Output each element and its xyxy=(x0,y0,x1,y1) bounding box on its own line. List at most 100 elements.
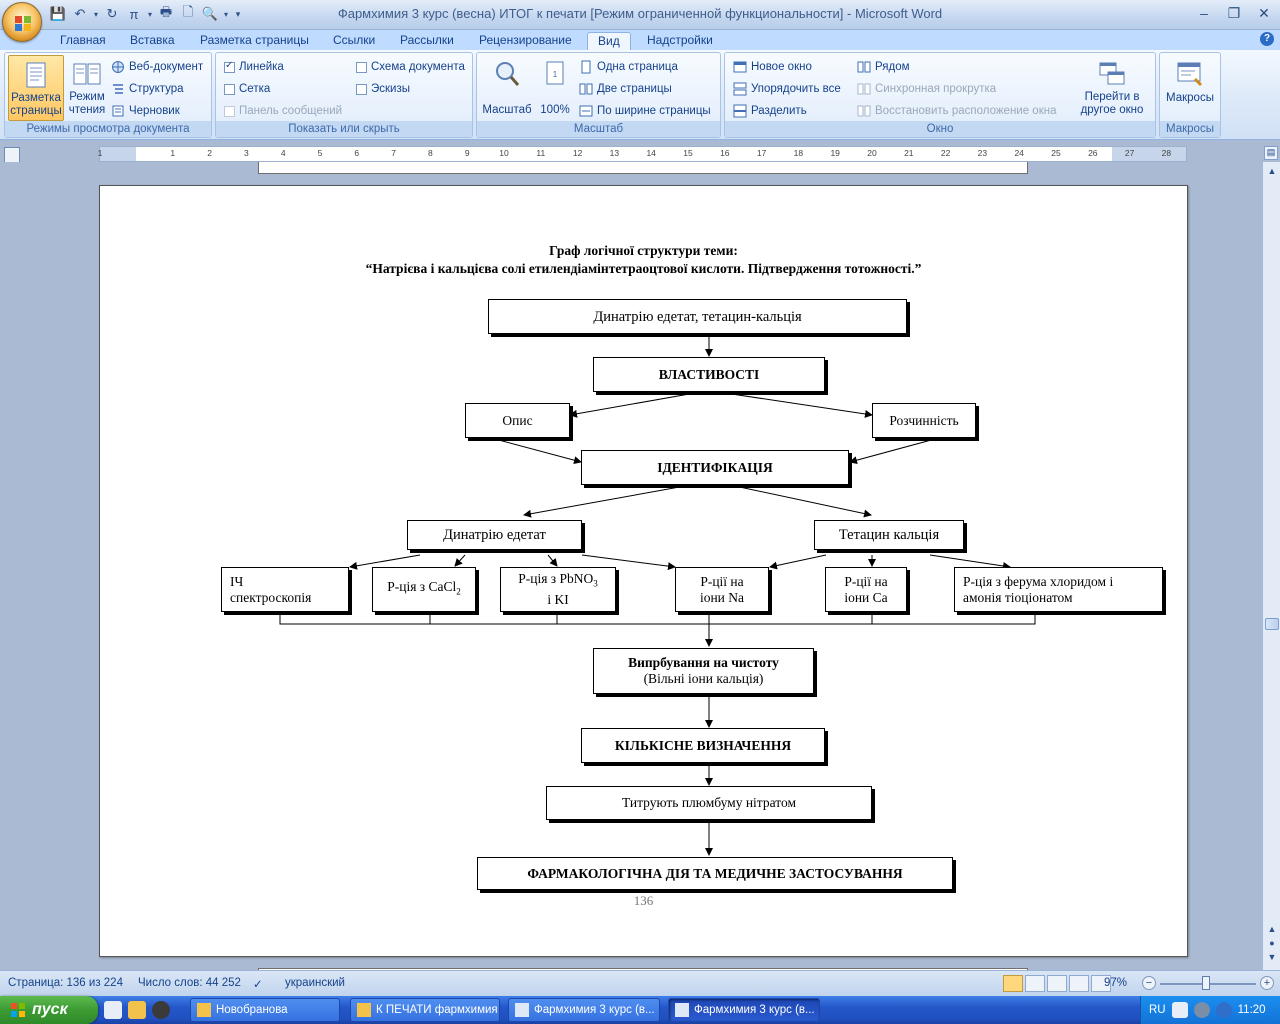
zoom-slider-knob[interactable] xyxy=(1202,976,1210,990)
new-window-button[interactable]: Новое окно xyxy=(733,57,812,77)
web-layout-button[interactable]: Веб-документ xyxy=(111,57,203,77)
start-button[interactable]: пуск xyxy=(0,996,98,1024)
zoom-100-button[interactable]: 1 100% xyxy=(537,55,573,121)
reading-mode-icon xyxy=(73,63,101,85)
language-tray[interactable]: RU xyxy=(1149,1004,1166,1016)
tab-view[interactable]: Вид xyxy=(587,32,631,50)
task-k-pechati[interactable]: К ПЕЧАТИ фармхимия xyxy=(350,998,500,1022)
one-page-button[interactable]: Одна страница xyxy=(579,57,678,77)
tab-insert[interactable]: Вставка xyxy=(130,33,175,47)
scroll-up-icon-2[interactable]: ▲ xyxy=(1267,924,1277,934)
help-icon[interactable]: ? xyxy=(1260,32,1274,46)
doc-map-check-icon[interactable] xyxy=(356,61,367,73)
tab-page-layout[interactable]: Разметка страницы xyxy=(200,33,309,47)
vertical-scrollbar[interactable]: ▲ ▲ ● ▼ xyxy=(1262,162,1280,970)
browse-object-icon[interactable]: ● xyxy=(1269,938,1275,948)
ruler-number: 28 xyxy=(1161,148,1172,158)
print-preview-dropdown-icon[interactable]: ▾ xyxy=(223,9,228,19)
tab-mailings[interactable]: Рассылки xyxy=(400,33,454,47)
view-reading-icon[interactable] xyxy=(1025,975,1045,992)
arrow-tetacin-ferric xyxy=(929,554,1011,570)
ruler-number: 22 xyxy=(940,148,951,158)
close-icon[interactable]: ✕ xyxy=(1258,4,1270,21)
task-novobranova[interactable]: Новобранова xyxy=(190,998,340,1022)
macros-button[interactable]: Макросы xyxy=(1162,55,1218,121)
draft-button[interactable]: Черновик xyxy=(111,101,180,121)
page-count[interactable]: Страница: 136 из 224 xyxy=(8,977,123,989)
media-player-quicklaunch-icon[interactable] xyxy=(152,1001,170,1019)
word-count[interactable]: Число слов: 44 252 xyxy=(138,977,241,989)
network-tray-icon[interactable] xyxy=(1193,1002,1210,1018)
windows-flag-icon xyxy=(11,1003,25,1017)
task-word-document-2[interactable]: Фармхимия 3 курс (в... xyxy=(668,998,820,1022)
page-width-button[interactable]: По ширине страницы xyxy=(579,101,711,121)
ruler-number: 9 xyxy=(464,148,470,158)
save-icon[interactable]: 💾 xyxy=(49,6,67,21)
side-by-side-button[interactable]: Рядом xyxy=(857,57,910,77)
arrange-all-button[interactable]: Упорядочить все xyxy=(733,79,841,99)
view-draft-icon[interactable] xyxy=(1091,975,1111,992)
thumbnails-check-icon[interactable] xyxy=(356,83,367,95)
split-button[interactable]: Разделить xyxy=(733,101,807,121)
ruler-number: 25 xyxy=(1051,148,1061,158)
ruler-number: 1 xyxy=(97,148,103,158)
doc-map-checkbox[interactable]: Схема документа xyxy=(356,57,465,77)
print-icon[interactable]: 🖶 xyxy=(159,4,173,19)
undo-dropdown-icon[interactable]: ▾ xyxy=(93,9,98,19)
restore-icon[interactable]: ❐ xyxy=(1227,4,1241,21)
grid-checkbox[interactable]: Сетка xyxy=(224,79,270,99)
ruler-check-icon[interactable] xyxy=(224,60,235,73)
pi-dropdown-icon[interactable]: ▾ xyxy=(147,9,152,19)
page-layout-button[interactable]: Разметка страницы xyxy=(8,55,64,121)
language-indicator[interactable]: украинский xyxy=(285,977,345,989)
arrow-disodium-pbno3 xyxy=(547,554,558,567)
arrow-properties-solubility xyxy=(724,392,873,418)
spelling-check-icon[interactable]: ✓ xyxy=(253,979,263,991)
ruler-checkbox[interactable]: Линейка xyxy=(224,57,284,77)
node-description: Опис xyxy=(465,403,570,438)
view-web-icon[interactable] xyxy=(1047,975,1067,992)
scroll-thumb[interactable] xyxy=(1265,618,1279,630)
zoom-out-icon[interactable]: − xyxy=(1142,976,1156,990)
view-page-layout-icon[interactable] xyxy=(1003,975,1023,992)
tab-review[interactable]: Рецензирование xyxy=(479,33,572,47)
zoom-level[interactable]: 97% xyxy=(1104,977,1128,989)
tab-home[interactable]: Главная xyxy=(60,33,106,47)
ruler-toggle-icon[interactable]: ▤ xyxy=(1264,146,1278,160)
new-document-icon[interactable]: 🗋 xyxy=(182,4,194,19)
undo-icon[interactable]: ↶ xyxy=(74,6,86,21)
reading-mode-button[interactable]: Режим чтения xyxy=(66,55,108,121)
grid-check-icon[interactable] xyxy=(224,83,235,95)
outline-button[interactable]: Структура xyxy=(111,79,184,99)
scroll-down-icon[interactable]: ▼ xyxy=(1267,952,1277,962)
node-na-ions: Р-ції на іони Na xyxy=(675,567,769,612)
page-width-icon xyxy=(579,105,593,117)
office-button[interactable] xyxy=(2,2,42,42)
thumbnails-checkbox[interactable]: Эскизы xyxy=(356,79,410,99)
print-preview-icon[interactable]: 🔍 xyxy=(201,6,219,21)
switch-windows-button[interactable]: Перейти в другое окно xyxy=(1071,55,1153,121)
group-macros: Макросы Макросы xyxy=(1159,52,1221,138)
arrow-tetacin-na xyxy=(769,554,827,570)
task-word-document-1[interactable]: Фармхимия 3 курс (в... xyxy=(508,998,660,1022)
pi-icon[interactable]: π xyxy=(129,6,139,22)
zoom-button[interactable]: Масштаб xyxy=(479,55,535,121)
previous-page-edge xyxy=(258,162,1028,174)
magnifier-icon xyxy=(496,62,520,86)
view-outline-icon[interactable] xyxy=(1069,975,1089,992)
scroll-up-icon[interactable]: ▲ xyxy=(1267,166,1277,176)
zoom-in-icon[interactable]: + xyxy=(1260,976,1274,990)
volume-tray-icon[interactable] xyxy=(1215,1002,1232,1018)
word-quicklaunch-icon[interactable] xyxy=(104,1001,122,1019)
minimize-icon[interactable]: – xyxy=(1200,5,1208,21)
group-label-show-hide: Показать или скрыть xyxy=(216,121,472,137)
two-pages-button[interactable]: Две страницы xyxy=(579,79,672,99)
customize-qat-icon[interactable]: ▾ xyxy=(235,8,241,19)
redo-icon[interactable]: ↻ xyxy=(106,6,118,21)
tool-quicklaunch-icon[interactable] xyxy=(128,1001,146,1019)
tab-references[interactable]: Ссылки xyxy=(333,33,376,47)
tab-addins[interactable]: Надстройки xyxy=(647,33,713,47)
sync-scroll-icon xyxy=(857,83,871,95)
help-tray-icon[interactable] xyxy=(1171,1002,1188,1018)
